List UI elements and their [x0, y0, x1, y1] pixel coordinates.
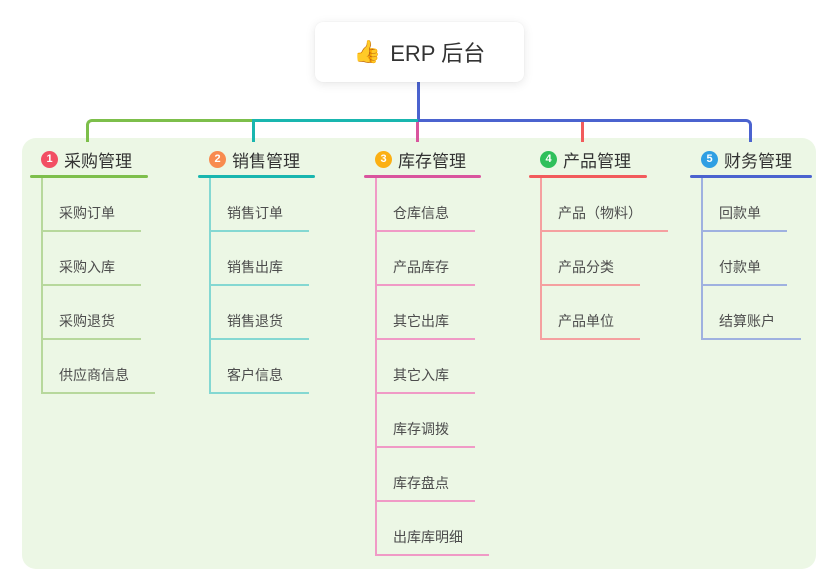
child-node[interactable]: 采购订单 [43, 178, 148, 232]
child-node[interactable]: 出库库明细 [377, 502, 489, 556]
child-node[interactable]: 销售出库 [211, 232, 315, 286]
child-label: 产品（物料） [542, 203, 668, 232]
branch-label: 销售管理 [232, 152, 300, 171]
child-node[interactable]: 结算账户 [703, 286, 812, 340]
child-label: 供应商信息 [43, 365, 155, 394]
branch-children: 仓库信息产品库存其它出库其它入库库存调拨库存盘点出库库明细 [375, 178, 489, 556]
branch-children: 销售订单销售出库销售退货客户信息 [209, 178, 315, 394]
branch-children: 产品（物料） 产品分类产品单位 [540, 178, 668, 340]
branch-underline [364, 175, 481, 178]
child-node[interactable]: 其它入库 [377, 340, 481, 394]
branch-underline [690, 175, 812, 178]
child-node[interactable]: 回款单 [703, 178, 812, 232]
child-node[interactable]: 其它出库 [377, 286, 481, 340]
child-node[interactable]: 产品单位 [542, 286, 647, 340]
child-node[interactable]: 付款单 [703, 232, 812, 286]
child-label: 仓库信息 [377, 203, 475, 232]
branch-1: 1 采购管理采购订单采购入库采购退货供应商信息 [30, 150, 155, 394]
branch-underline [529, 175, 647, 178]
root-label: ERP 后台 [390, 41, 486, 66]
child-label: 采购退货 [43, 311, 141, 340]
child-label: 客户信息 [211, 365, 309, 394]
branch-2: 2 销售管理销售订单销售出库销售退货客户信息 [198, 150, 315, 394]
thumbs-up-icon: 👍 [353, 39, 382, 64]
child-label: 产品分类 [542, 257, 640, 286]
child-label: 销售订单 [211, 203, 309, 232]
child-node[interactable]: 产品（物料） [542, 178, 668, 232]
child-node[interactable]: 销售订单 [211, 178, 315, 232]
branch-label: 库存管理 [398, 152, 466, 171]
root-stem-connector [417, 82, 420, 121]
child-node[interactable]: 销售退货 [211, 286, 315, 340]
child-label: 其它出库 [377, 311, 475, 340]
branch-header[interactable]: 1 采购管理 [30, 150, 148, 171]
connector-branch-4 [581, 122, 584, 142]
child-node[interactable]: 产品库存 [377, 232, 481, 286]
child-label: 采购入库 [43, 257, 141, 286]
child-label: 库存调拨 [377, 419, 475, 448]
branch-children: 采购订单采购入库采购退货供应商信息 [41, 178, 155, 394]
branch-number-badge: 5 [701, 151, 718, 168]
child-label: 库存盘点 [377, 473, 475, 502]
child-label: 出库库明细 [377, 527, 489, 556]
branch-header[interactable]: 4 产品管理 [529, 150, 647, 171]
branch-header[interactable]: 5 财务管理 [690, 150, 812, 171]
child-label: 付款单 [703, 257, 787, 286]
branch-label: 产品管理 [563, 152, 631, 171]
branch-header[interactable]: 3 库存管理 [364, 150, 481, 171]
branch-4: 4 产品管理产品（物料） 产品分类产品单位 [529, 150, 668, 340]
branch-3: 3 库存管理仓库信息产品库存其它出库其它入库库存调拨库存盘点出库库明细 [364, 150, 489, 556]
child-node[interactable]: 客户信息 [211, 340, 315, 394]
child-label: 结算账户 [703, 311, 801, 340]
branch-number-badge: 2 [209, 151, 226, 168]
branch-children: 回款单付款单结算账户 [701, 178, 812, 340]
child-node[interactable]: 库存盘点 [377, 448, 481, 502]
child-node[interactable]: 供应商信息 [43, 340, 155, 394]
child-label: 产品库存 [377, 257, 475, 286]
child-node[interactable]: 产品分类 [542, 232, 647, 286]
root-node[interactable]: 👍 ERP 后台 [315, 22, 524, 82]
branch-label: 采购管理 [64, 152, 132, 171]
child-label: 销售出库 [211, 257, 309, 286]
mindmap-background-panel [22, 138, 816, 569]
branch-underline [198, 175, 315, 178]
child-label: 回款单 [703, 203, 787, 232]
child-node[interactable]: 采购入库 [43, 232, 148, 286]
branch-number-badge: 3 [375, 151, 392, 168]
connector-branch-1 [86, 119, 254, 142]
child-node[interactable]: 库存调拨 [377, 394, 481, 448]
connector-branch-5 [418, 119, 752, 142]
child-label: 销售退货 [211, 311, 309, 340]
child-label: 产品单位 [542, 311, 640, 340]
connector-branch-3 [416, 122, 419, 142]
branch-number-badge: 4 [540, 151, 557, 168]
child-label: 采购订单 [43, 203, 141, 232]
branch-label: 财务管理 [724, 152, 792, 171]
branch-5: 5 财务管理回款单付款单结算账户 [690, 150, 812, 340]
connector-branch-2 [252, 119, 419, 142]
child-node[interactable]: 采购退货 [43, 286, 148, 340]
child-label: 其它入库 [377, 365, 475, 394]
branch-number-badge: 1 [41, 151, 58, 168]
branch-underline [30, 175, 148, 178]
branch-header[interactable]: 2 销售管理 [198, 150, 315, 171]
child-node[interactable]: 仓库信息 [377, 178, 481, 232]
